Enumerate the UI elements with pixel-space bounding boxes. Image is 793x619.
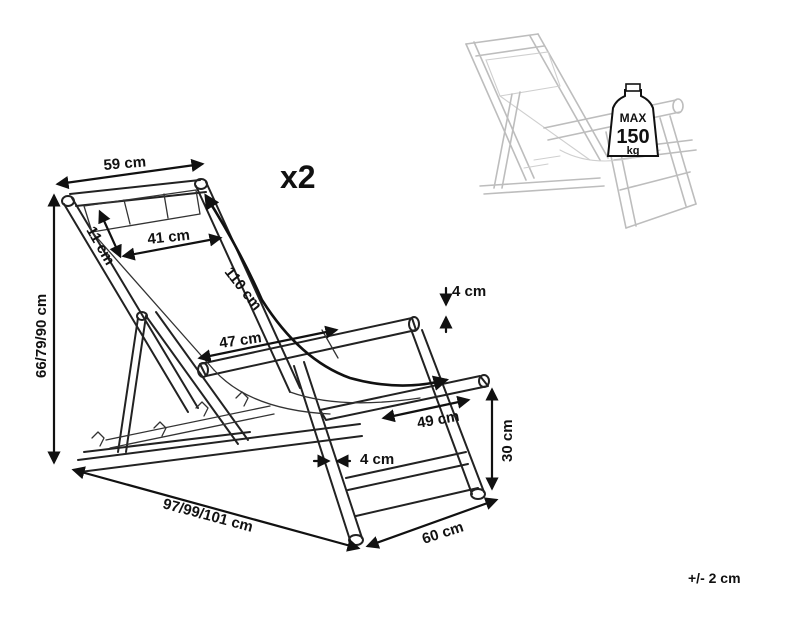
max-load-value: 150 (616, 126, 649, 148)
headrest-height-arrow (98, 209, 122, 259)
max-load-unit: kg (627, 145, 640, 157)
headrest-width-label: 41 cm (147, 227, 191, 248)
tolerance-note: +/- 2 cm (688, 570, 741, 586)
seat-width-arrow (381, 395, 471, 423)
seat-width-label: 49 cm (416, 408, 461, 432)
armrest-length-arrow (197, 325, 339, 363)
deck-chair (61, 178, 490, 546)
total-length-label: 97/99/101 cm (161, 495, 255, 535)
top-width-label: 59 cm (103, 153, 147, 174)
max-load-badge: MAX 150 kg (606, 83, 660, 157)
reclined-chair-outline (465, 33, 697, 229)
headrest-width-arrow (121, 233, 223, 261)
total-height-label: 66/79/90 cm (33, 294, 50, 378)
top-width-arrow (55, 158, 205, 190)
leg-thickness-label: 4 cm (360, 451, 394, 468)
total-width-arrow (365, 497, 499, 549)
quantity-label: x2 (280, 159, 316, 195)
weight-icon (606, 89, 660, 157)
armrest-length-label: 47 cm (218, 329, 262, 352)
total-width-label: 60 cm (420, 518, 466, 547)
armrest-thickness-label: 4 cm (452, 283, 486, 300)
front-height-label: 30 cm (499, 419, 516, 462)
total-length-arrow (71, 466, 361, 552)
max-load-label: MAX (620, 111, 647, 125)
